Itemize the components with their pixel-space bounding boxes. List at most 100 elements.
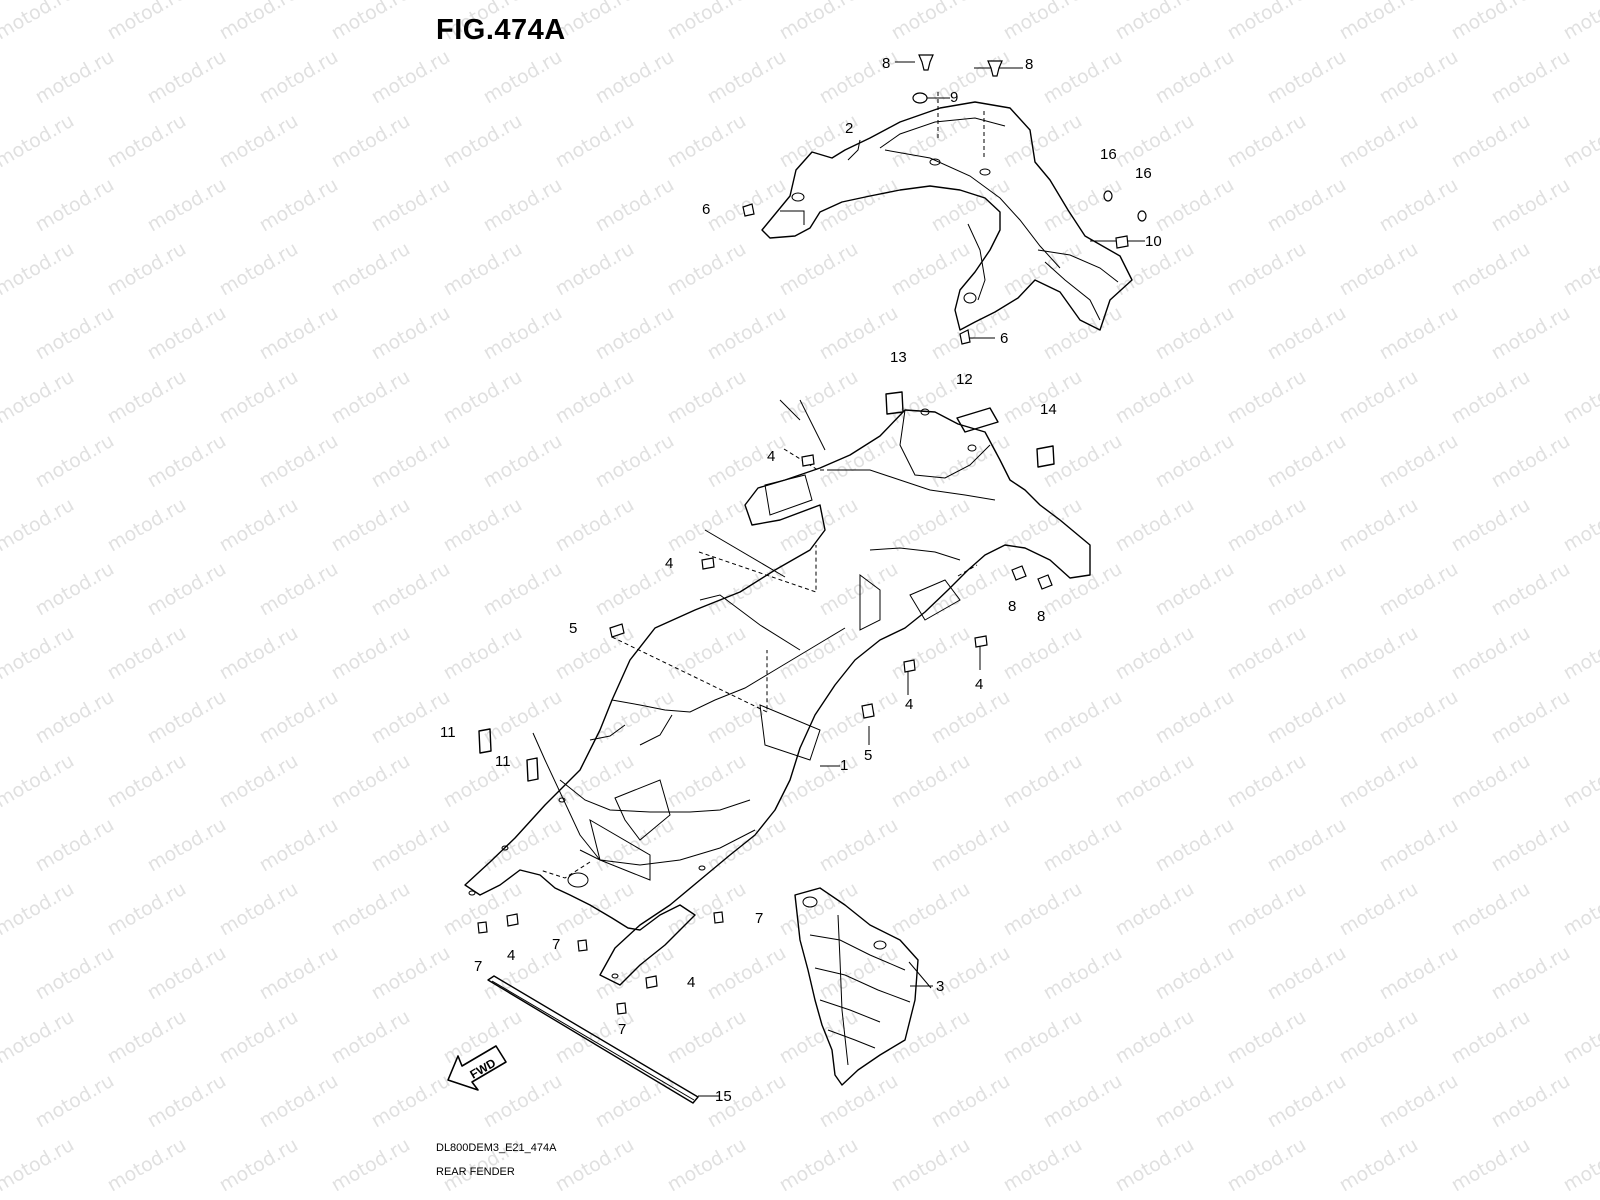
watermark-text: motod.ru <box>328 1006 414 1069</box>
callout-14: 14 <box>1040 401 1057 418</box>
callout-11b: 11 <box>495 753 511 770</box>
watermark-text: motod.ru <box>328 622 414 685</box>
callout-9: 9 <box>950 89 958 106</box>
watermark-text: motod.ru <box>0 878 78 941</box>
watermark-text: motod.ru <box>552 750 638 813</box>
watermark-text: motod.ru <box>592 302 678 365</box>
watermark-text: motod.ru <box>144 942 230 1005</box>
watermark-text: motod.ru <box>1336 110 1422 173</box>
watermark-text: motod.ru <box>664 366 750 429</box>
watermark-text: motod.ru <box>1488 174 1574 237</box>
watermark-text: motod.ru <box>1224 750 1310 813</box>
watermark-text: motod.ru <box>664 1134 750 1197</box>
callout-5b: 5 <box>864 747 872 764</box>
watermark-text: motod.ru <box>368 558 454 621</box>
watermark-text: motod.ru <box>1448 878 1534 941</box>
nut-4-b <box>701 557 715 570</box>
screw-7-a <box>477 921 488 934</box>
watermark-text: motod.ru <box>0 1134 78 1197</box>
callout-8c: 8 <box>1008 598 1016 615</box>
watermark-text: motod.ru <box>816 814 902 877</box>
watermark-text: motod.ru <box>888 238 974 301</box>
callout-4b: 4 <box>665 555 673 572</box>
watermark-text: motod.ru <box>776 622 862 685</box>
watermark-text: motod.ru <box>368 814 454 877</box>
watermark-text: motod.ru <box>1040 430 1126 493</box>
watermark-text: motod.ru <box>144 558 230 621</box>
screw-7-c <box>713 911 724 924</box>
watermark-text: motod.ru <box>1224 0 1310 44</box>
part-14-cushion[interactable] <box>1036 445 1055 468</box>
watermark-text: motod.ru <box>1224 1006 1310 1069</box>
watermark-text: motod.ru <box>32 46 118 109</box>
watermark-text: motod.ru <box>1336 750 1422 813</box>
callout-7d: 7 <box>618 1021 626 1038</box>
part-1-rear-fender[interactable] <box>464 408 1091 986</box>
watermark-text: motod.ru <box>1224 110 1310 173</box>
part-11-cushion-lower[interactable] <box>526 757 539 782</box>
watermark-text: motod.ru <box>1336 1134 1422 1197</box>
watermark-text: motod.ru <box>1448 1134 1534 1197</box>
watermark-text: motod.ru <box>328 750 414 813</box>
callout-7a: 7 <box>474 958 482 975</box>
part-15-seal-strip[interactable] <box>487 975 699 1104</box>
figure-title: FIG.474A <box>436 14 566 46</box>
watermark-text: motod.ru <box>1376 942 1462 1005</box>
watermark-text: motod.ru <box>664 494 750 557</box>
watermark-text: motod.ru <box>1112 750 1198 813</box>
callout-3: 3 <box>936 978 944 995</box>
watermark-text: motod.ru <box>1224 622 1310 685</box>
watermark-text: motod.ru <box>0 366 78 429</box>
watermark-text: motod.ru <box>592 942 678 1005</box>
watermark-text: motod.ru <box>216 1006 302 1069</box>
watermark-text: motod.ru <box>328 878 414 941</box>
watermark-text: motod.ru <box>1040 302 1126 365</box>
nut-4-a <box>801 454 815 467</box>
watermark-text: motod.ru <box>1560 622 1600 685</box>
part-13-cushion[interactable] <box>885 391 904 415</box>
watermark-text: motod.ru <box>888 622 974 685</box>
watermark-text: motod.ru <box>1224 238 1310 301</box>
part-12-cushion[interactable] <box>956 407 999 433</box>
watermark-text: motod.ru <box>1376 46 1462 109</box>
watermark-text: motod.ru <box>216 238 302 301</box>
watermark-text: motod.ru <box>1264 430 1350 493</box>
watermark-text: motod.ru <box>104 1006 190 1069</box>
watermark-text: motod.ru <box>1112 110 1198 173</box>
watermark-text: motod.ru <box>1336 494 1422 557</box>
watermark-text: motod.ru <box>704 46 790 109</box>
clip-8-mid-a <box>1011 565 1027 581</box>
figure-name: REAR FENDER <box>436 1166 515 1178</box>
watermark-text: motod.ru <box>1040 46 1126 109</box>
watermark-text: motod.ru <box>144 1070 230 1133</box>
watermark-text: motod.ru <box>104 0 190 44</box>
part-3-splash-guard[interactable] <box>794 887 919 1086</box>
watermark-text: motod.ru <box>552 366 638 429</box>
watermark-text: motod.ru <box>1264 686 1350 749</box>
watermark-text: motod.ru <box>1560 1006 1600 1069</box>
watermark-text: motod.ru <box>328 110 414 173</box>
watermark-text: motod.ru <box>144 430 230 493</box>
watermark-text: motod.ru <box>368 430 454 493</box>
watermark-text: motod.ru <box>1112 878 1198 941</box>
watermark-text: motod.ru <box>216 0 302 44</box>
clip-8-top-left <box>918 54 934 71</box>
watermark-text: motod.ru <box>1040 686 1126 749</box>
watermark-text: motod.ru <box>776 750 862 813</box>
screw-10 <box>1115 235 1129 249</box>
watermark-text: motod.ru <box>1152 942 1238 1005</box>
fasteners <box>477 54 1147 1015</box>
watermark-text: motod.ru <box>816 174 902 237</box>
watermark-text: motod.ru <box>144 686 230 749</box>
part-11-cushion-upper[interactable] <box>478 728 492 754</box>
part-2-tail-fender-cover[interactable] <box>761 101 1133 331</box>
watermark-text: motod.ru <box>32 942 118 1005</box>
watermark-text: motod.ru <box>216 1134 302 1197</box>
watermark-text: motod.ru <box>1000 238 1086 301</box>
watermark-text: motod.ru <box>1040 814 1126 877</box>
watermark-text: motod.ru <box>32 814 118 877</box>
watermark-text: motod.ru <box>216 110 302 173</box>
watermark-text: motod.ru <box>144 174 230 237</box>
watermark-text: motod.ru <box>928 686 1014 749</box>
